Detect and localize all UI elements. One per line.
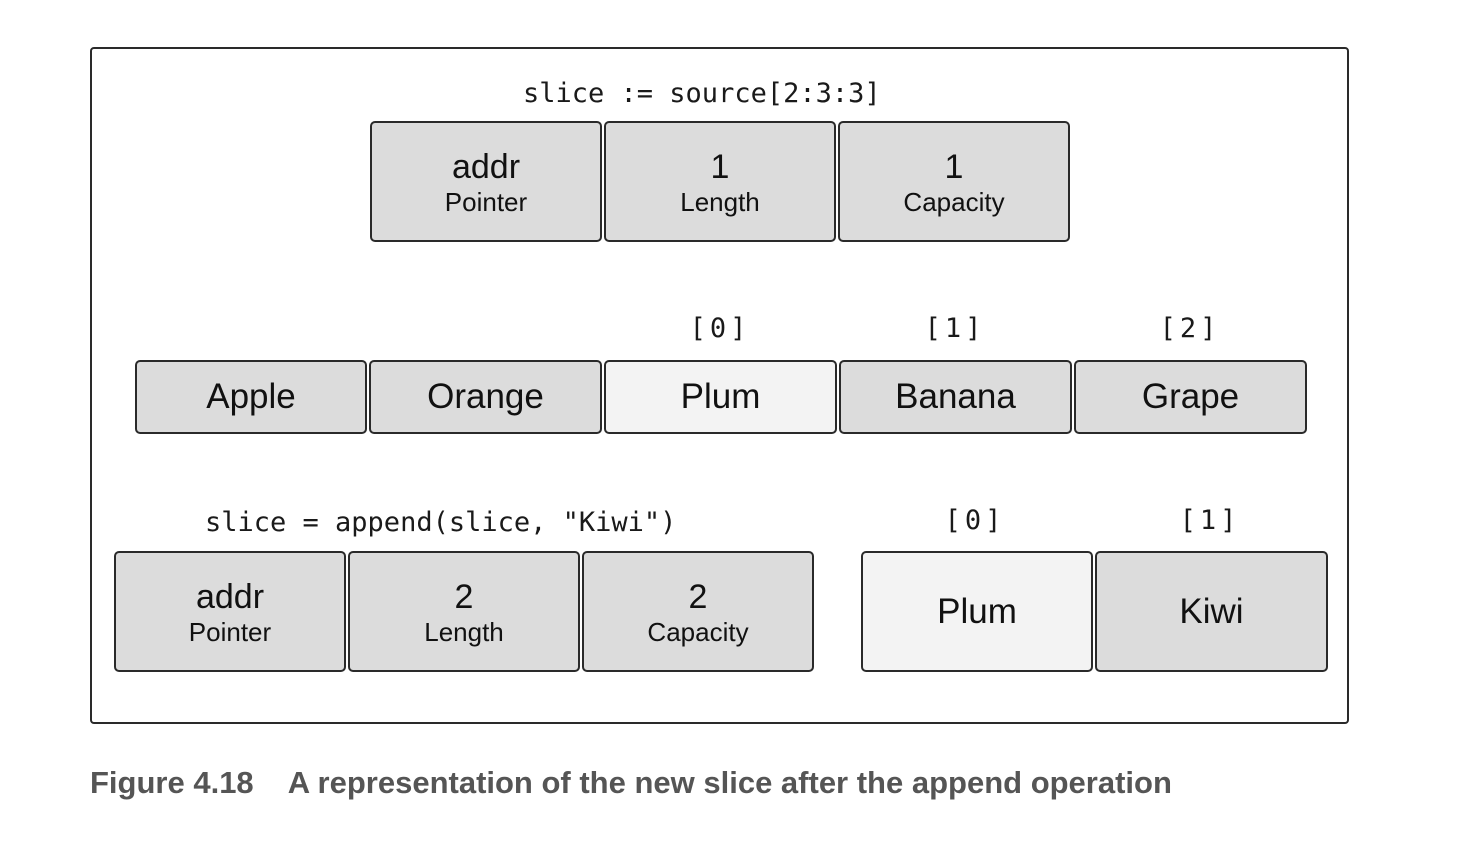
top-slice-pointer-cell: addr Pointer [370,121,602,242]
top-slice-capacity-value: 1 [944,147,964,186]
new-array-element-kiwi: Kiwi [1095,551,1328,672]
source-element-label: Orange [427,377,544,416]
source-element-label: Banana [895,377,1016,416]
source-element-banana: Banana [839,360,1072,434]
new-slice-length-value: 2 [454,577,474,616]
figure-label: Figure 4.18 [90,765,254,800]
source-index-1: [1] [924,313,986,344]
new-array-element-label: Kiwi [1179,591,1244,631]
new-slice-length-label: Length [424,616,504,647]
append-code: slice = append(slice, "Kiwi") [205,507,677,538]
new-slice-capacity-value: 2 [688,577,708,616]
source-index-2: [2] [1159,313,1221,344]
top-slice-capacity-cell: 1 Capacity [838,121,1070,242]
new-array-element-plum: Plum [861,551,1093,672]
source-element-label: Plum [680,377,761,416]
top-slice-pointer-value: addr [451,147,521,186]
top-slice-length-label: Length [680,186,760,217]
new-array-index-0: [0] [944,505,1006,536]
top-slice-capacity-label: Capacity [903,186,1005,217]
new-slice-pointer-label: Pointer [188,616,272,647]
new-slice-pointer-value: addr [195,577,265,616]
top-slice-code: slice := source[2:3:3] [523,78,881,109]
new-slice-length-cell: 2 Length [348,551,580,672]
new-array-index-1: [1] [1179,505,1241,536]
source-element-plum: Plum [604,360,837,434]
source-element-grape: Grape [1074,360,1307,434]
top-slice-pointer-label: Pointer [444,186,528,217]
new-slice-capacity-cell: 2 Capacity [582,551,814,672]
new-slice-pointer-cell: addr Pointer [114,551,346,672]
source-element-label: Apple [206,377,296,416]
figure-caption: Figure 4.18 A representation of the new s… [90,765,1172,801]
top-slice-length-cell: 1 Length [604,121,836,242]
source-element-orange: Orange [369,360,602,434]
top-slice-length-value: 1 [710,147,730,186]
new-slice-capacity-label: Capacity [647,616,749,647]
source-element-apple: Apple [135,360,367,434]
new-array-element-label: Plum [937,591,1017,631]
source-element-label: Grape [1141,377,1240,416]
figure-caption-text: A representation of the new slice after … [287,765,1172,800]
source-index-0: [0] [689,313,751,344]
